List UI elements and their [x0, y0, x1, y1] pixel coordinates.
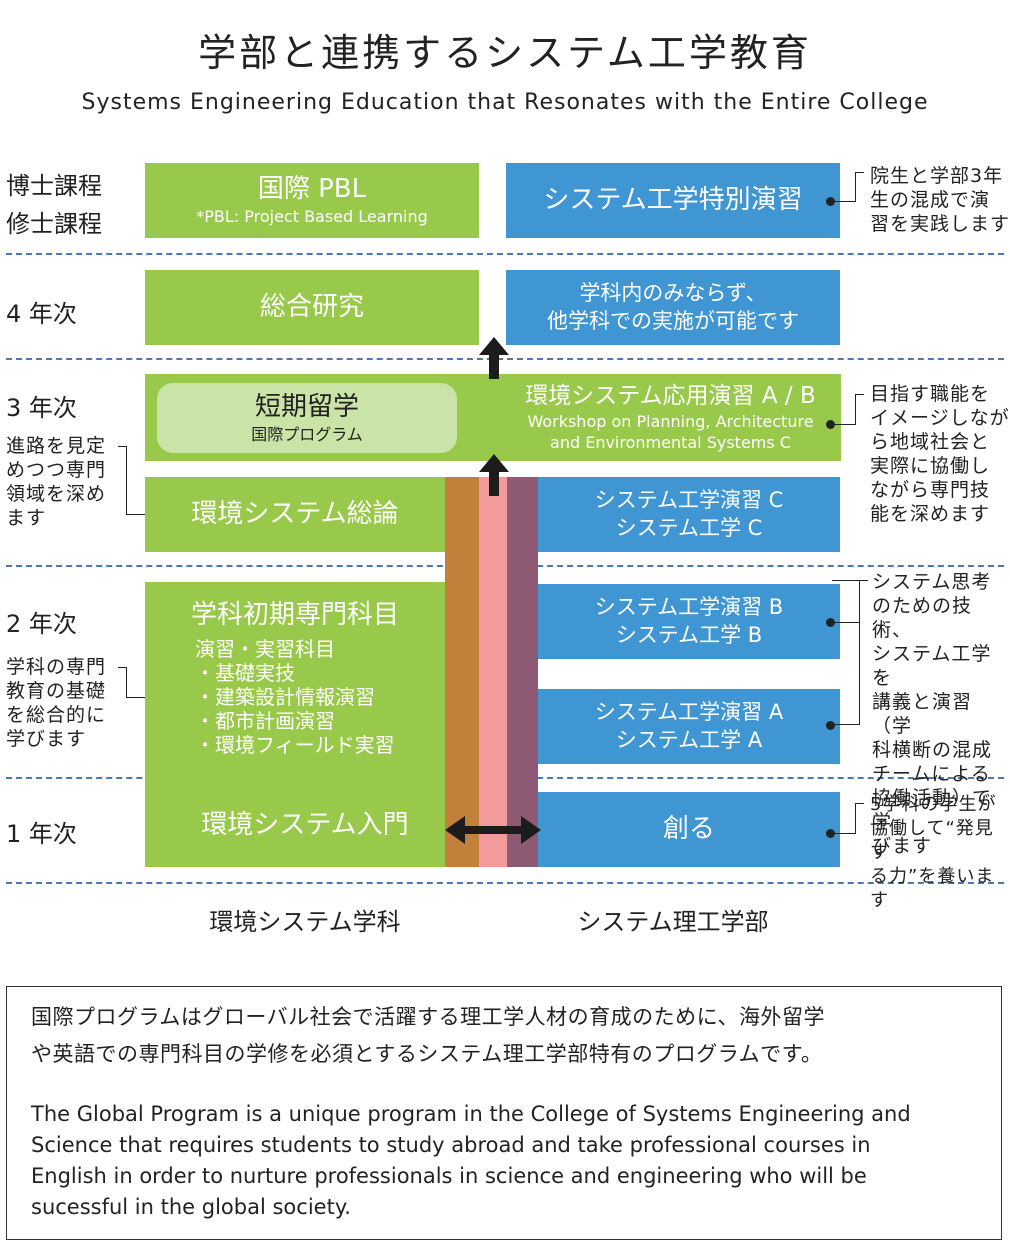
box-system-eng-special-exercise: システム工学特別演習 — [506, 163, 840, 238]
left-connector — [126, 514, 150, 515]
label-doctor: 博士課程 — [6, 172, 102, 200]
page-title: 学部と連携するシステム工学教育 — [198, 31, 812, 75]
connector-dot — [826, 721, 835, 730]
arrow-up-stem — [489, 470, 499, 496]
page-subtitle: Systems Engineering Education that Reson… — [81, 90, 929, 115]
dept-label-kankyo: 環境システム学科 — [209, 908, 401, 936]
label-year-1: 1 年次 — [6, 820, 77, 848]
column-brown — [445, 477, 479, 867]
right-note-graduate: 院生と学部3年生の混成で演習を実践します — [870, 165, 1010, 235]
label-year-3: 3 年次 — [6, 394, 77, 422]
right-connector — [832, 201, 856, 202]
box-kankyo-applied-workshop: 環境システム応用演習 A / B Workshop on Planning, A… — [525, 383, 816, 452]
right-note-year1: 5学科の学生が協働して“発見する力”を養います — [870, 794, 997, 911]
right-connector — [860, 580, 868, 581]
column-mauve — [507, 477, 538, 867]
left-note-year2: 学科の専門教育の基礎を総合的に学びます — [6, 656, 107, 750]
divider-line — [6, 358, 1004, 360]
left-connector — [126, 697, 150, 698]
right-note-year2: システム思考のための技術、システム工学を 講義と演習（学科横断の混成チームによる… — [872, 571, 993, 857]
box-tsukuru: 創る — [538, 792, 840, 867]
box-early-specialty: 学科初期専門科目 演習・実習科目 ・基礎実技 ・建築設計情報演習 ・都市計画演習… — [145, 582, 445, 867]
info-box: 国際プログラムはグローバル社会で活躍する理工学人材の育成のために、海外留学 や英… — [6, 986, 1002, 1240]
early-specialty-list: 演習・実習科目 ・基礎実技 ・建築設計情報演習 ・都市計画演習 ・環境フィールド… — [195, 637, 395, 757]
box-system-eng-b: システム工学演習 B システム工学 B — [538, 584, 840, 659]
right-note-year3: 目指す職能をイメージしながら地域社会と 実際に協働しながら専門技能を深めます — [870, 383, 1010, 525]
left-note-year3: 進路を見定めつつ専門領域を深めます — [6, 435, 107, 529]
arrow-up-icon — [479, 454, 509, 472]
box-system-eng-c: システム工学演習 C システム工学 C — [538, 477, 840, 552]
connector-dot — [826, 420, 835, 429]
left-bracket-year2 — [118, 667, 127, 697]
connector-dot — [826, 618, 835, 627]
right-bracket-year2 — [832, 580, 860, 725]
arrow-up-stem — [489, 353, 499, 379]
box-system-eng-a: システム工学演習 A システム工学 A — [538, 689, 840, 764]
right-connector — [832, 424, 856, 425]
right-bracket-year3 — [855, 394, 864, 424]
box-year4-note: 学科内のみならず、 他学科での実施が可能です — [506, 270, 840, 345]
connector-dot — [826, 829, 835, 838]
dept-label-systems: システム理工学部 — [577, 908, 769, 936]
double-arrow-icon — [445, 816, 541, 844]
right-connector — [832, 622, 860, 623]
divider-line — [6, 253, 1004, 255]
left-bracket-year3 — [118, 446, 127, 514]
info-japanese: 国際プログラムはグローバル社会で活躍する理工学人材の育成のために、海外留学 や英… — [31, 1005, 826, 1066]
divider-line — [6, 882, 1004, 884]
label-year-4: 4 年次 — [6, 300, 77, 328]
box-short-study-abroad: 短期留学 国際プログラム — [157, 383, 457, 453]
right-bracket-year1 — [855, 803, 864, 833]
label-year-2: 2 年次 — [6, 610, 77, 638]
box-international-pbl: 国際 PBL *PBL: Project Based Learning — [145, 163, 479, 238]
connector-dot — [826, 197, 835, 206]
right-bracket-top — [855, 172, 864, 201]
box-sogo-kenkyu: 総合研究 — [145, 270, 479, 345]
label-master: 修士課程 — [6, 210, 102, 238]
column-pink — [479, 477, 507, 867]
box-kankyo-soron: 環境システム総論 — [145, 477, 445, 552]
arrow-up-icon — [479, 337, 509, 355]
info-english: The Global Program is a unique program i… — [31, 1102, 911, 1219]
right-connector — [832, 833, 856, 834]
